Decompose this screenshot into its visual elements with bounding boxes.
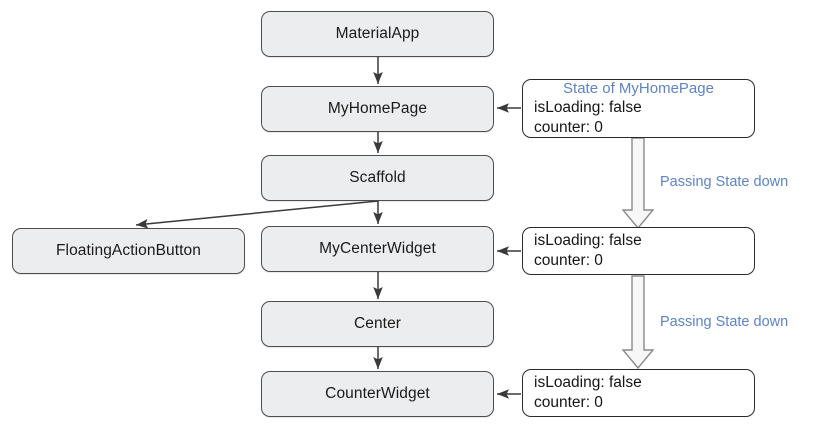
block-arrow-pass-state-1 bbox=[621, 137, 655, 230]
widget-node-my-center-widget[interactable]: MyCenterWidget bbox=[261, 226, 494, 272]
widget-node-scaffold[interactable]: Scaffold bbox=[261, 155, 494, 201]
widget-node-label: MyCenterWidget bbox=[319, 240, 436, 257]
passing-state-label-2: Passing State down bbox=[660, 314, 789, 330]
state-box-title: State of MyHomePage bbox=[563, 80, 714, 97]
state-box-line-isloading: isLoading: false bbox=[534, 374, 642, 391]
widget-node-label: MyHomePage bbox=[327, 100, 428, 117]
state-box-my-center-widget[interactable]: isLoading: false counter: 0 bbox=[522, 227, 755, 275]
block-arrow-pass-state-2 bbox=[621, 275, 655, 370]
edge-scaffold-to-floatingactionbutton bbox=[135, 200, 379, 229]
widget-node-my-home-page[interactable]: MyHomePage bbox=[261, 86, 494, 132]
passing-state-label-1: Passing State down bbox=[660, 174, 789, 190]
widget-node-counter-widget[interactable]: CounterWidget bbox=[261, 371, 494, 417]
widget-node-label: CounterWidget bbox=[325, 385, 430, 402]
state-box-line-counter: counter: 0 bbox=[534, 394, 603, 411]
state-box-my-home-page[interactable]: State of MyHomePage isLoading: false cou… bbox=[522, 79, 755, 138]
state-box-line-isloading: isLoading: false bbox=[534, 99, 642, 116]
widget-node-floating-action-button[interactable]: FloatingActionButton bbox=[12, 228, 245, 274]
state-box-line-counter: counter: 0 bbox=[534, 252, 603, 269]
widget-node-label: Center bbox=[353, 315, 402, 332]
widget-node-material-app[interactable]: MaterialApp bbox=[261, 11, 494, 57]
widget-node-label: Scaffold bbox=[349, 169, 406, 186]
widget-node-center[interactable]: Center bbox=[261, 301, 494, 347]
state-box-counter-widget[interactable]: isLoading: false counter: 0 bbox=[522, 369, 755, 417]
widget-node-label: MaterialApp bbox=[335, 25, 420, 42]
widget-node-label: FloatingActionButton bbox=[55, 242, 202, 259]
state-box-line-isloading: isLoading: false bbox=[534, 232, 642, 249]
state-box-line-counter: counter: 0 bbox=[534, 119, 603, 136]
